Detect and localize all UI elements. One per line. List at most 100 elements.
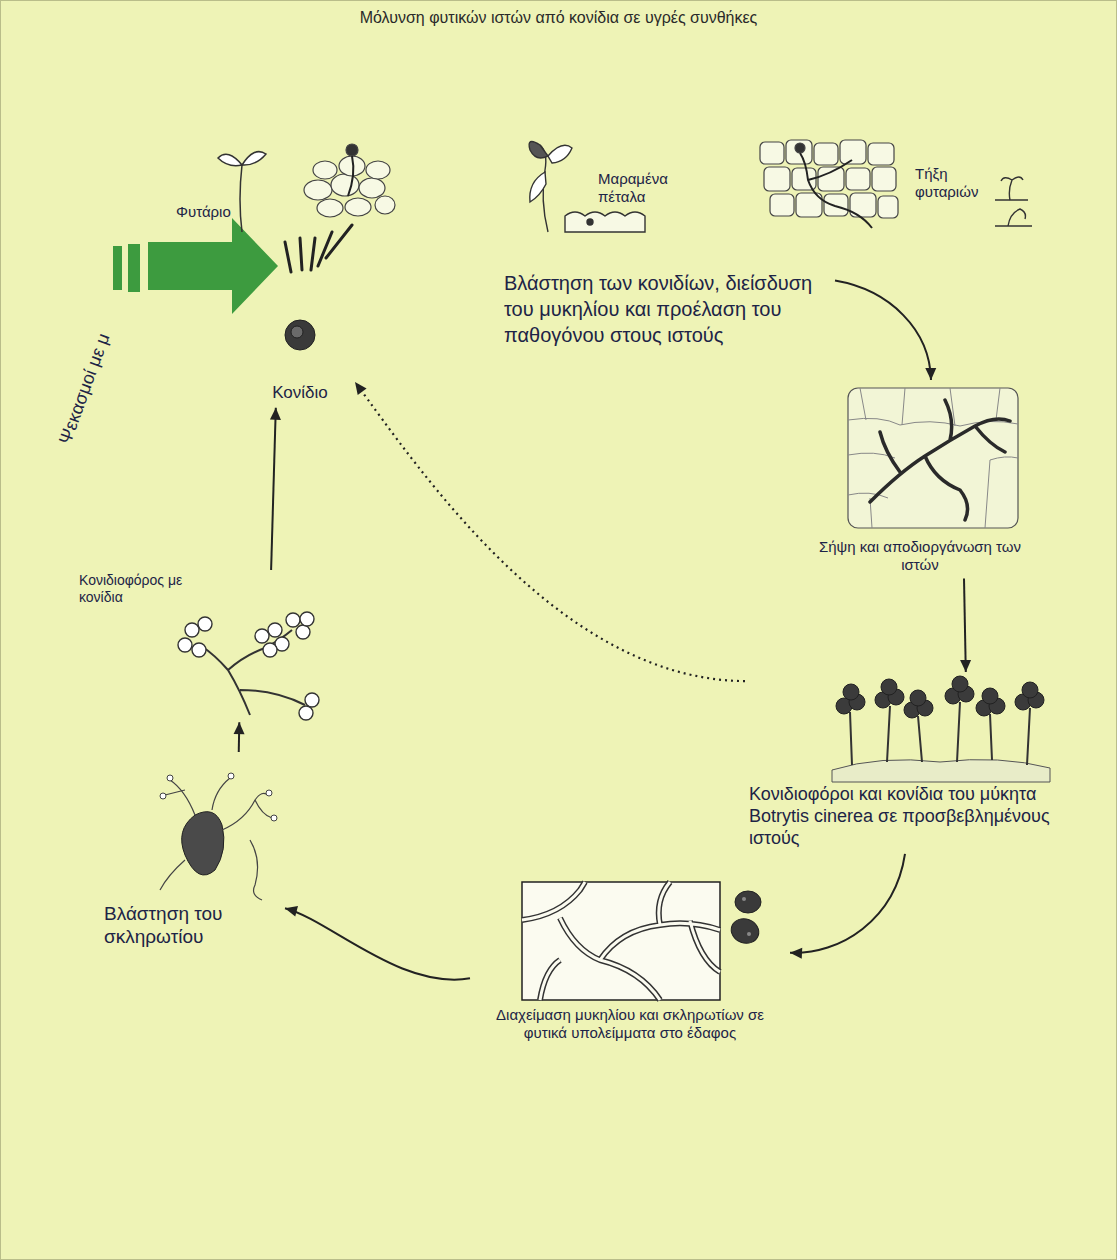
arrow-head [925,368,936,380]
host-tissue-cells [840,140,866,164]
damped-off-seedlings [1008,209,1025,226]
infected-leaf-tissue [331,174,359,196]
conidiophore-with-conidia [263,643,277,657]
host-tissue-cells [846,168,870,190]
rotting-tissue [870,400,1010,520]
germinating-sclerotium [271,815,277,821]
germinating-sclerotium [160,773,277,900]
host-tissue-cells [878,196,898,218]
conidiophores-on-tissue [843,684,859,700]
figure-label: Ψεκασμοί με μ [55,331,115,448]
damped-off-seedlings [995,177,1032,226]
cycle-arrow-line [355,382,745,681]
host-tissue-cells [814,143,838,165]
conidiophores-on-tissue [832,760,1050,782]
arrow-head [285,906,298,917]
host-tissue-cells [872,167,896,191]
arrow-head [355,382,367,395]
cycle-arrow-line [964,579,966,672]
conidiophores-on-tissue [832,676,1050,782]
conidiophores-on-tissue [836,676,1044,718]
infected-leaf-tissue [317,199,343,217]
infected-leaf-tissue [359,178,385,198]
conidiophores-on-tissue [1022,682,1038,698]
stage-caption: Σήψη και αποδιοργάνωση των ιστών [814,538,1026,575]
arrow-head [960,660,971,672]
host-tissue-cells [818,167,844,191]
stage-caption: Βλάστηση του σκληρωτίου [104,902,281,948]
stage-node: Κονιδιοφόρος με κονίδια [75,570,340,722]
host-tissue-cells [824,194,848,216]
infected-leaf-tissue [304,144,395,217]
conidiophore-with-conidia [200,630,305,715]
conidiophore-with-conidia [185,623,199,637]
arrow-head [790,948,802,959]
germinating-sclerotium [182,812,224,875]
cycle-arrow [355,382,745,681]
rotting-tissue [848,388,1018,528]
sclerotia [728,891,763,947]
figure-label: Φυτάριο [176,203,240,221]
conidiophore-with-conidia [178,612,319,720]
host-tissue-cells [760,140,898,228]
stage-caption: Βλάστηση των κονιδίων, διείσδυση του μυκ… [504,270,831,348]
stage-node: Διαχείμαση μυκηλίου και σκληρωτίων σε φυ… [470,876,790,1047]
cycle-arrow [285,906,470,980]
germinating-sclerotium [266,790,272,796]
wilted-petals [529,141,548,158]
cycle-arrow [790,854,905,959]
spray-rays [311,238,315,270]
spray-arrow [128,244,140,292]
conidiophore-with-conidia [300,612,314,626]
stage-node: Βλάστηση των κονιδίων, διείσδυση του μυκ… [500,268,835,352]
cycle-arrow-line [790,854,905,953]
conidiophore-with-conidia [178,638,192,652]
germinating-sclerotium [167,775,173,781]
spray-rays [300,238,302,270]
stage-node: Κονίδιο [245,305,355,408]
germinating-sclerotium [160,773,277,821]
sclerotia [728,915,763,947]
infected-leaf-tissue [375,196,395,214]
spray-rays [318,232,332,266]
cycle-arrow-line [285,908,470,979]
arrow-head [270,408,281,420]
host-tissue-cells [868,143,894,165]
cycle-arrow [270,408,281,570]
spray-rays [285,225,352,272]
conidium [291,326,303,338]
sclerotia [747,932,751,936]
rotting-tissue [848,388,1018,528]
host-tissue-cells [770,194,794,216]
spray-arrow [113,218,278,314]
stage-node: Κονιδιοφόροι και κονίδια του μύκητα Botr… [745,672,1065,854]
spray-rays [285,242,291,272]
seedling [242,152,266,165]
host-tissue-cells [764,167,790,191]
spray-arrow [148,218,278,314]
stage-caption: Κονιδιοφόροι και κονίδια του μύκητα Botr… [749,784,1061,850]
spray-arrow [113,246,122,290]
wilted-petals [565,212,645,232]
conidiophores-on-tissue [982,688,998,704]
cycle-arrow [835,281,936,380]
conidiophore-with-conidia [198,617,212,631]
infected-leaf-tissue [346,144,358,156]
conidiophore-with-conidia [255,629,269,643]
infected-leaf-tissue [348,156,353,196]
sclerotia [742,897,746,901]
seedling [218,154,242,165]
cycle-arrow-line [271,408,276,570]
overwintering-mycelium [522,882,720,1000]
overwintering-mycelium [522,882,720,1000]
wilted-petals [548,145,572,163]
damped-off-seedlings [995,225,1032,226]
germinating-sclerotium [160,793,166,799]
overwintering-mycelium [522,882,720,1000]
conidiophore-with-conidia [178,612,319,720]
host-tissue-cells [786,140,812,164]
germinating-sclerotium [228,773,234,779]
stage-caption: Κονίδιο [249,383,351,404]
conidium [285,320,315,350]
